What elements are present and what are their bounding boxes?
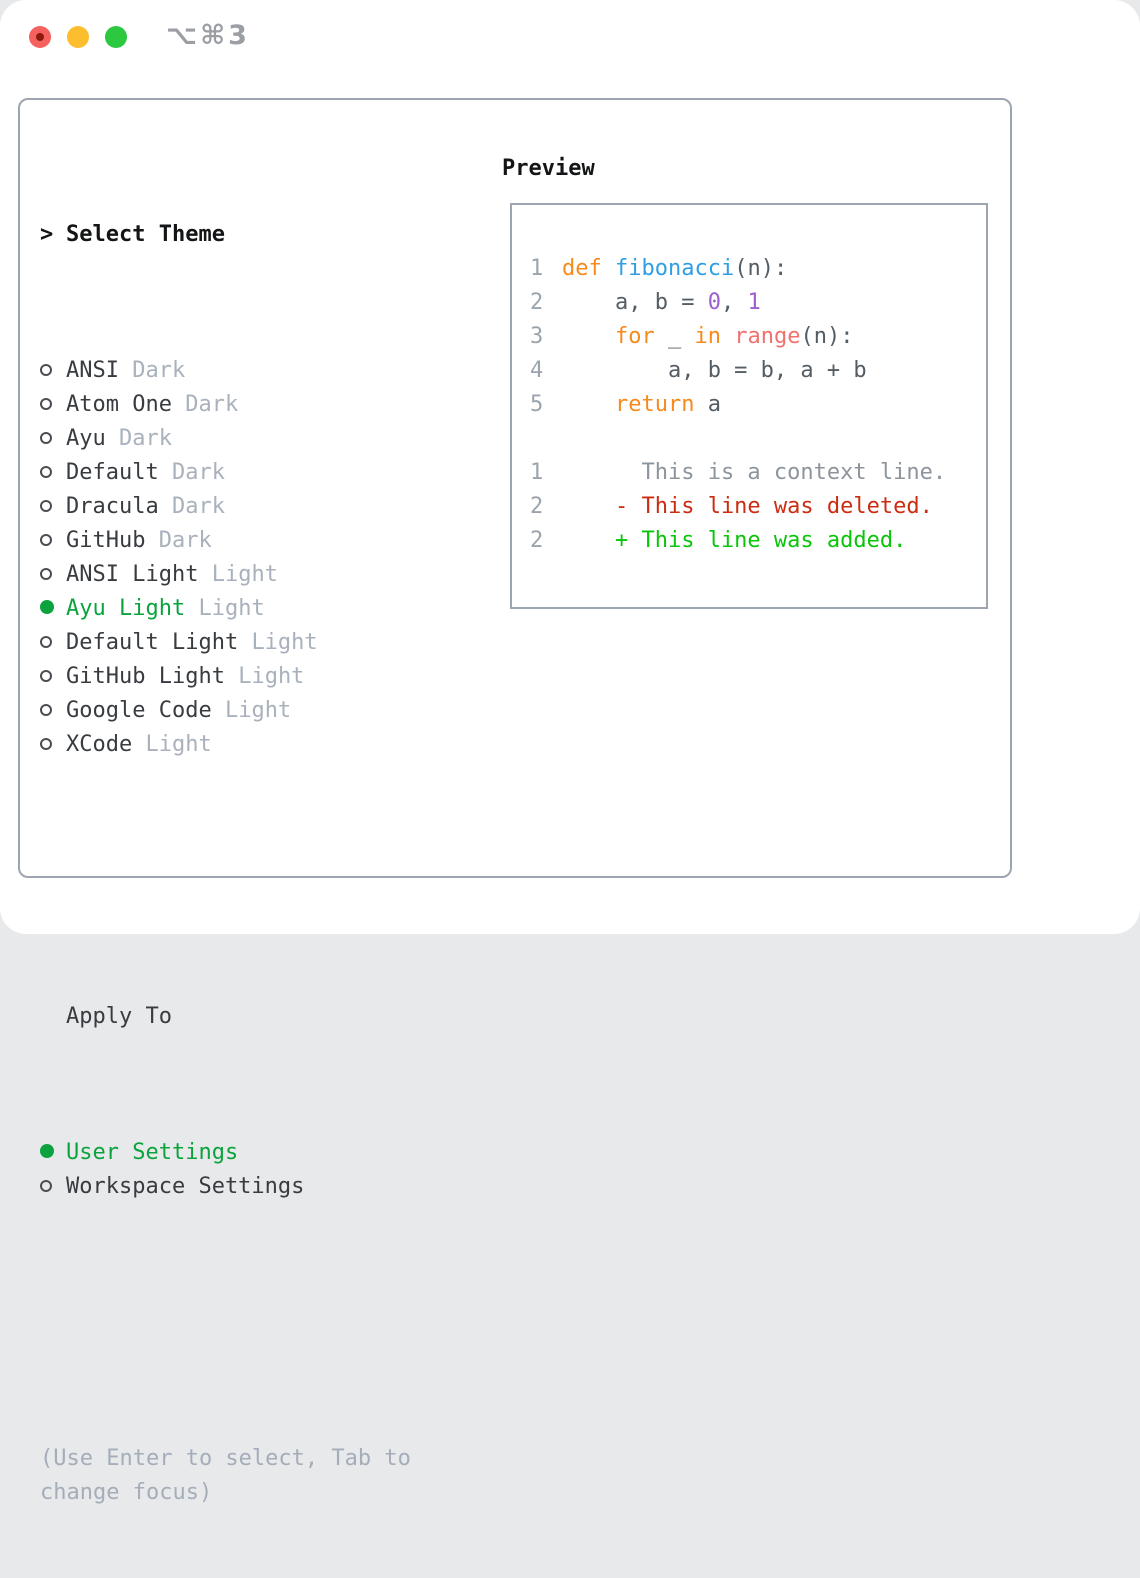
line-number: 4 xyxy=(530,358,544,383)
close-dot-icon xyxy=(36,33,44,41)
theme-variant-tag: Dark xyxy=(158,528,212,553)
theme-variant-tag: Dark xyxy=(132,358,186,383)
minimize-button[interactable] xyxy=(67,26,89,48)
code-line: 4 a, b = b, a + b xyxy=(530,354,946,388)
zoom-button[interactable] xyxy=(105,26,127,48)
theme-name: GitHub Light xyxy=(66,664,225,689)
theme-variant-tag: Light xyxy=(238,664,305,689)
theme-name: Google Code xyxy=(66,698,212,723)
theme-option-ayu-dark[interactable]: Ayu Dark xyxy=(40,422,460,456)
radio-icon xyxy=(40,626,66,660)
radio-icon xyxy=(40,694,66,728)
theme-name: GitHub xyxy=(66,528,146,553)
theme-option-default-light-light[interactable]: Default Light Light xyxy=(40,626,460,660)
diff-line-del: 2 - This line was deleted. xyxy=(530,490,946,524)
theme-option-github-dark[interactable]: GitHub Dark xyxy=(40,524,460,558)
radio-selected-icon xyxy=(40,1136,66,1170)
line-number: 2 xyxy=(530,528,544,553)
line-number: 3 xyxy=(530,324,544,349)
preview-header-label: Preview xyxy=(502,156,595,181)
keyboard-hint: (Use Enter to select, Tab to change focu… xyxy=(40,1446,425,1505)
radio-icon xyxy=(40,354,66,388)
theme-name: Ayu xyxy=(66,426,106,451)
theme-name: Default Light xyxy=(66,630,239,655)
radio-icon xyxy=(40,388,66,422)
theme-variant-tag: Light xyxy=(198,596,265,621)
line-number: 5 xyxy=(530,392,544,417)
line-number: 2 xyxy=(530,290,544,315)
radio-icon xyxy=(40,1170,66,1204)
radio-icon xyxy=(40,558,66,592)
theme-variant-tag: Dark xyxy=(119,426,172,451)
theme-name: ANSI xyxy=(66,358,119,383)
select-theme-header-label: Select Theme xyxy=(66,222,225,247)
apply-option-label: Workspace Settings xyxy=(66,1174,305,1199)
apply-option-label: User Settings xyxy=(66,1140,239,1165)
radio-icon xyxy=(40,728,66,762)
theme-variant-tag: Dark xyxy=(185,392,239,417)
code-line: 5 return a xyxy=(530,388,946,422)
theme-name: ANSI Light xyxy=(66,562,199,587)
radio-selected-icon xyxy=(40,592,66,626)
radio-icon xyxy=(40,524,66,558)
diff-line-ctx: 1 This is a context line. xyxy=(530,456,946,490)
theme-variant-tag: Light xyxy=(145,732,212,757)
theme-option-ansi-dark[interactable]: ANSI Dark xyxy=(40,354,460,388)
radio-icon xyxy=(40,490,66,524)
theme-variant-tag: Dark xyxy=(171,494,225,519)
line-number: 1 xyxy=(530,256,544,281)
theme-option-default-dark[interactable]: Default Dark xyxy=(40,456,460,490)
theme-option-atom-one-dark[interactable]: Atom One Dark xyxy=(40,388,460,422)
theme-name: Atom One xyxy=(66,392,172,417)
theme-option-ayu-light-light[interactable]: Ayu Light Light xyxy=(40,592,460,626)
theme-name: Dracula xyxy=(66,494,159,519)
theme-variant-tag: Light xyxy=(224,698,292,723)
theme-variant-tag: Light xyxy=(251,630,318,655)
radio-icon xyxy=(40,422,66,456)
theme-variant-tag: Light xyxy=(211,562,278,587)
apply-to-header: Apply To xyxy=(40,1000,460,1034)
radio-icon xyxy=(40,456,66,490)
code-line: 3 for _ in range(n): xyxy=(530,320,946,354)
diff-line-add: 2 + This line was added. xyxy=(530,524,946,558)
theme-option-google-code-light[interactable]: Google Code Light xyxy=(40,694,460,728)
apply-to-header-label: Apply To xyxy=(66,1004,172,1029)
theme-option-github-light-light[interactable]: GitHub Light Light xyxy=(40,660,460,694)
theme-option-xcode-light[interactable]: XCode Light xyxy=(40,728,460,762)
theme-option-ansi-light-light[interactable]: ANSI Light Light xyxy=(40,558,460,592)
theme-name: Ayu Light xyxy=(66,596,186,621)
line-number: 2 xyxy=(530,494,544,519)
select-theme-header: > Select Theme xyxy=(40,218,460,252)
apply-option-workspace-settings[interactable]: Workspace Settings xyxy=(40,1170,460,1204)
focus-caret-icon: > xyxy=(40,222,54,247)
window-shortcut-label: ⌥⌘3 xyxy=(166,20,250,51)
close-button[interactable] xyxy=(29,26,51,48)
theme-name: Default xyxy=(66,460,159,485)
code-line: 2 a, b = 0, 1 xyxy=(530,286,946,320)
theme-name: XCode xyxy=(66,732,133,757)
radio-icon xyxy=(40,660,66,694)
line-number: 1 xyxy=(530,460,544,485)
apply-option-user-settings[interactable]: User Settings xyxy=(40,1136,460,1170)
theme-variant-tag: Dark xyxy=(171,460,225,485)
theme-option-dracula-dark[interactable]: Dracula Dark xyxy=(40,490,460,524)
